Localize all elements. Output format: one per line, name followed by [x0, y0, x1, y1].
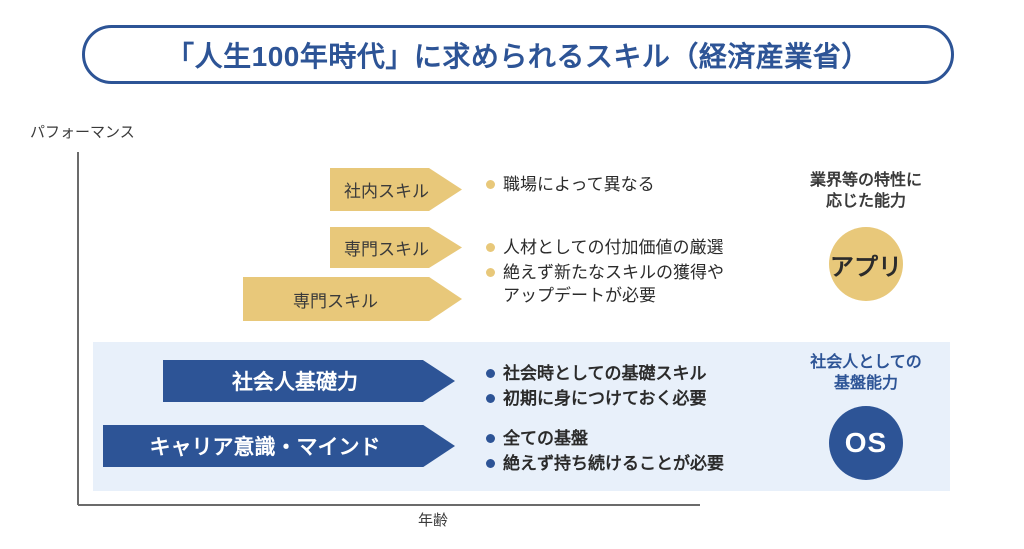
base-bullets-bottom: 全ての基盤 絶えず持ち続けることが必要 — [486, 427, 806, 477]
bullet-item: 絶えず新たなスキルの獲得や アップデートが必要 — [486, 261, 806, 307]
bullet-text: 絶えず持ち続けることが必要 — [503, 454, 724, 473]
bullet-text: 人材としての付加価値の厳選 — [503, 238, 724, 257]
bullet-text: 絶えず新たなスキルの獲得や アップデートが必要 — [503, 263, 724, 305]
base-side-caption: 社会人としての 基盤能力 — [810, 354, 922, 392]
bullet-dot-icon — [486, 434, 495, 443]
skill-arrow-internal[interactable]: 社内スキル — [330, 168, 462, 211]
badge-os: OS — [829, 406, 903, 480]
bullet-text: 社会時としての基礎スキル — [503, 364, 707, 383]
skill-arrow-specialized-2[interactable]: 専門スキル — [243, 277, 462, 321]
bullet-text: 全ての基盤 — [503, 429, 588, 448]
title-banner: 「人生100年時代」に求められるスキル（経済産業省） — [82, 25, 954, 84]
badge-apli: アプリ — [829, 227, 903, 301]
foundation-arrow-shakaijin-label: 社会人基礎力 — [232, 371, 358, 394]
bullet-text: 職場によって異なる — [503, 175, 655, 194]
foundation-arrow-career[interactable]: キャリア意識・マインド — [103, 425, 455, 467]
bullet-dot-icon — [486, 369, 495, 378]
bullet-dot-icon — [486, 243, 495, 252]
y-axis-label: パフォーマンス — [30, 124, 135, 141]
upper-bullets-bottom: 人材としての付加価値の厳選 絶えず新たなスキルの獲得や アップデートが必要 — [486, 236, 806, 309]
base-bullets-top: 社会時としての基礎スキル 初期に身につけておく必要 — [486, 362, 806, 412]
skill-arrow-specialized-1[interactable]: 専門スキル — [330, 227, 462, 268]
bullet-item: 絶えず持ち続けることが必要 — [486, 452, 806, 475]
upper-side-caption: 業界等の特性に 応じた能力 — [809, 172, 922, 210]
skill-arrow-internal-label: 社内スキル — [344, 182, 429, 201]
badge-apli-label: アプリ — [830, 253, 902, 281]
bullet-text: 初期に身につけておく必要 — [503, 389, 707, 408]
bullet-item: 職場によって異なる — [486, 173, 786, 196]
bullet-item: 社会時としての基礎スキル — [486, 362, 806, 385]
bullet-dot-icon — [486, 394, 495, 403]
skill-arrow-specialized-2-label: 専門スキル — [293, 291, 378, 311]
upper-bullets-top: 職場によって異なる — [486, 173, 786, 198]
bullet-item: 全ての基盤 — [486, 427, 806, 450]
bullet-item: 人材としての付加価値の厳選 — [486, 236, 806, 259]
foundation-arrow-shakaijin[interactable]: 社会人基礎力 — [163, 360, 455, 402]
badge-os-label: OS — [844, 427, 888, 458]
x-axis-label: 年齢 — [418, 512, 449, 529]
bullet-item: 初期に身につけておく必要 — [486, 387, 806, 410]
page-title: 「人生100年時代」に求められるスキル（経済産業省） — [166, 40, 870, 72]
foundation-arrow-career-label: キャリア意識・マインド — [149, 436, 381, 459]
bullet-dot-icon — [486, 268, 495, 277]
bullet-dot-icon — [486, 180, 495, 189]
skill-arrow-specialized-1-label: 専門スキル — [344, 240, 429, 259]
bullet-dot-icon — [486, 459, 495, 468]
